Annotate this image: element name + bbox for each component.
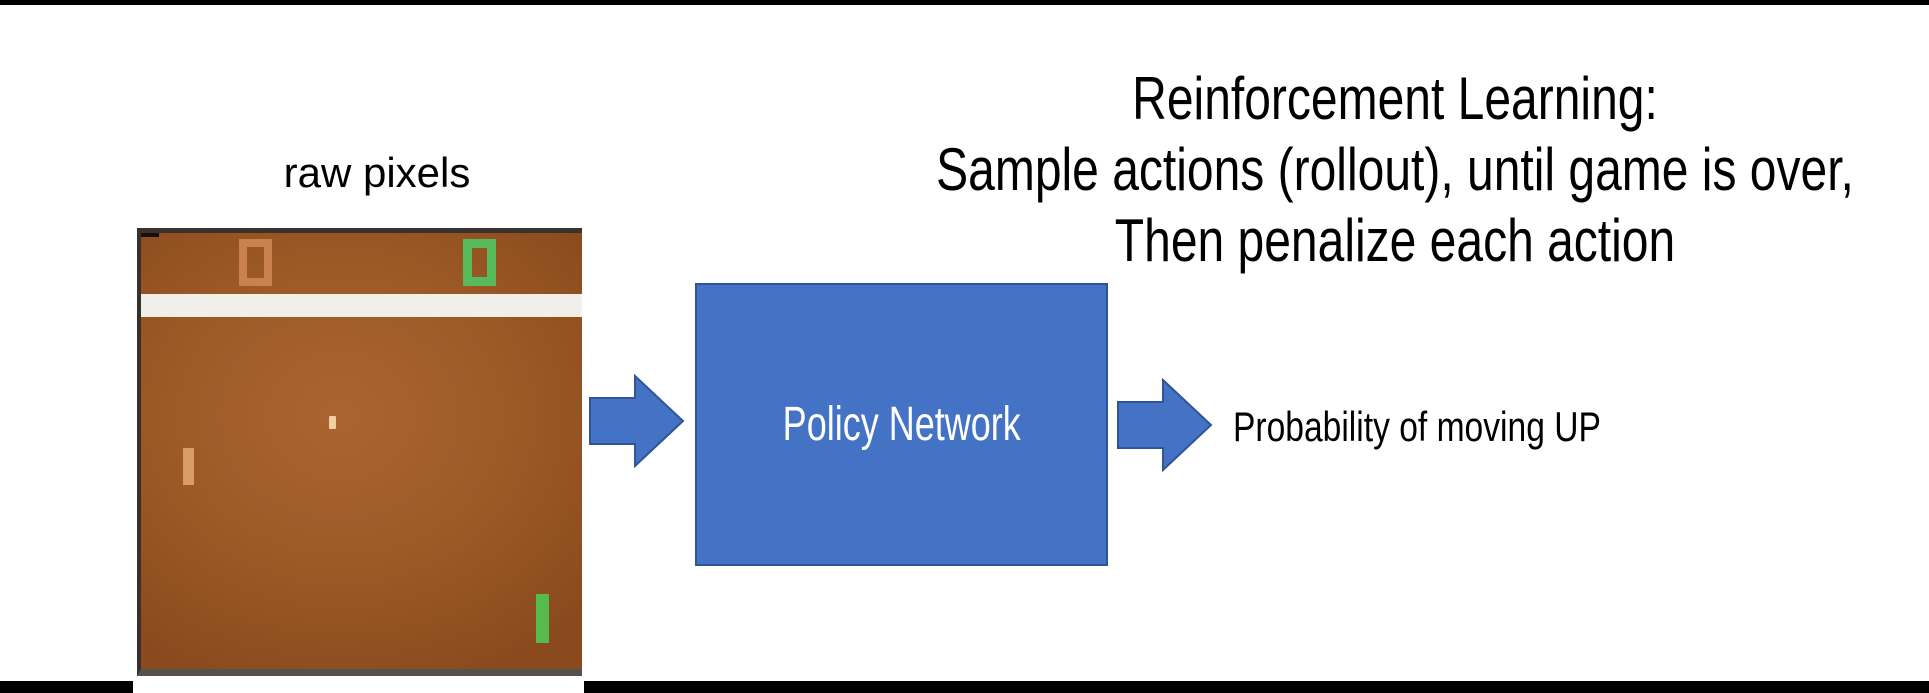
- pong-score-left: [239, 239, 272, 286]
- pong-score-right: [463, 239, 496, 286]
- pong-top-line: [141, 294, 582, 317]
- slide-title: Reinforcement Learning: Sample actions (…: [835, 63, 1929, 276]
- title-line-3: Then penalize each action: [1114, 207, 1676, 274]
- pong-screenshot: [133, 225, 584, 693]
- policy-network-box: Policy Network: [695, 283, 1108, 566]
- output-arrow-icon: [1117, 378, 1213, 472]
- pong-paddle-right: [536, 594, 549, 643]
- pong-field: [137, 228, 582, 676]
- raw-pixels-caption: raw pixels: [283, 149, 471, 196]
- input-arrow-icon: [589, 374, 685, 468]
- pong-paddle-left: [183, 448, 194, 485]
- top-border-bar: [0, 0, 1929, 5]
- probability-label: Probability of moving UP: [1233, 403, 1601, 450]
- pong-ball: [329, 416, 336, 429]
- policy-network-label: Policy Network: [782, 398, 1021, 451]
- title-line-1: Reinforcement Learning:: [1132, 65, 1658, 132]
- title-line-2: Sample actions (rollout), until game is …: [936, 136, 1854, 203]
- pong-corner-mark: [141, 233, 159, 237]
